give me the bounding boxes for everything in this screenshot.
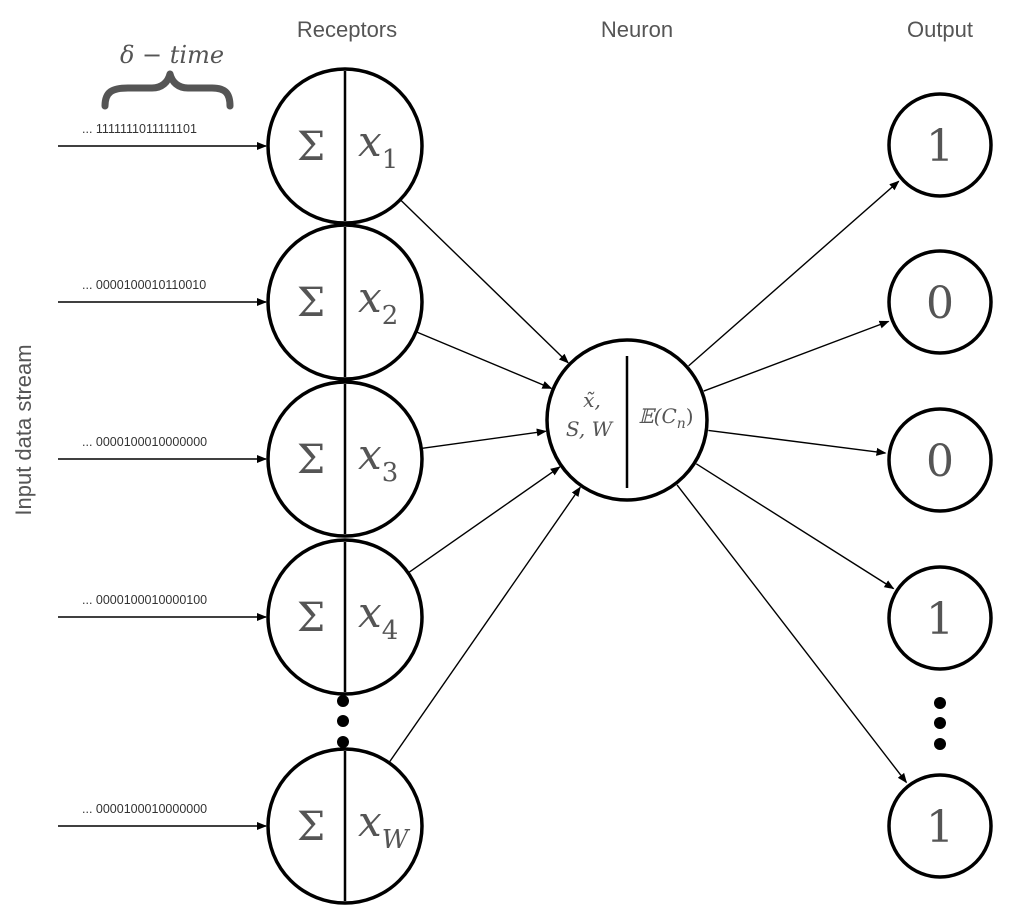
output-header: Output xyxy=(907,17,973,42)
sum-symbol: Σ xyxy=(297,595,325,641)
delta-time-label: δ − time xyxy=(120,41,224,69)
output-value: 1 xyxy=(926,121,954,172)
neuron-expectation: 𝔼(Cn) xyxy=(638,404,693,432)
output-node: 0 xyxy=(887,249,993,355)
output-circle xyxy=(887,249,993,355)
output-node: 1 xyxy=(887,92,993,198)
receptor-to-neuron-edge xyxy=(399,199,569,364)
output-value: 1 xyxy=(926,802,954,853)
sum-symbol: Σ xyxy=(297,124,325,170)
sum-symbol: Σ xyxy=(297,437,325,483)
neuron-to-output-edge xyxy=(703,320,890,392)
input-stream-bits: ... 0000100010000000 xyxy=(82,802,207,816)
neuron-state-line1: x̃, xyxy=(583,388,601,412)
receptor-variable: x3 xyxy=(358,430,398,488)
neuron-to-output-edge xyxy=(688,180,900,367)
receptor-to-neuron-edge xyxy=(421,428,547,450)
output-value: 0 xyxy=(926,436,954,487)
input-stream-bits: ... 0000100010000000 xyxy=(82,435,207,449)
receptors-header: Receptors xyxy=(297,17,397,42)
receptor-to-neuron-edge xyxy=(407,466,561,574)
input-stream-label: Input data stream xyxy=(11,344,36,515)
receptor-variable: x2 xyxy=(358,273,398,331)
input-stream-bits: ... 0000100010110010 xyxy=(82,278,206,292)
neuron-state-line2: S, W xyxy=(566,417,614,441)
neuron-to-output-edge xyxy=(708,429,887,456)
edges-layer xyxy=(388,180,908,784)
input-stream-bits: ... 1111111011111101 xyxy=(82,122,197,136)
neuron-header: Neuron xyxy=(601,17,673,42)
output-circle xyxy=(887,407,993,513)
input-stream-bits: ... 0000100010000100 xyxy=(82,593,207,607)
receptor-variable: x1 xyxy=(358,117,398,175)
receptor-variable: xW xyxy=(358,797,411,855)
output-node: 0 xyxy=(887,407,993,513)
output-circle xyxy=(887,92,993,198)
output-circle xyxy=(887,565,993,671)
receptor-to-neuron-edge xyxy=(415,331,553,389)
output-value: 1 xyxy=(926,594,954,645)
output-ellipsis-icon xyxy=(934,697,946,750)
neuron-to-output-edge xyxy=(676,484,908,784)
receptor-ellipsis-icon xyxy=(337,695,349,748)
neuron-to-output-edge xyxy=(695,463,895,590)
output-node: 1 xyxy=(887,565,993,671)
receptor-to-neuron-edge xyxy=(388,486,581,764)
receptor-variable: x4 xyxy=(358,588,398,646)
input-streams: ... 1111111011111101 ... 0000100010110010… xyxy=(58,122,267,830)
time-window-brace-icon xyxy=(101,70,234,110)
output-nodes: 1 0 0 1 1 xyxy=(887,92,993,879)
output-node: 1 xyxy=(887,773,993,879)
output-circle xyxy=(887,773,993,879)
neuron-node: x̃, S, W 𝔼(Cn) xyxy=(545,338,709,502)
sum-symbol: Σ xyxy=(297,280,325,326)
sum-symbol: Σ xyxy=(297,804,325,850)
output-value: 0 xyxy=(926,278,954,329)
